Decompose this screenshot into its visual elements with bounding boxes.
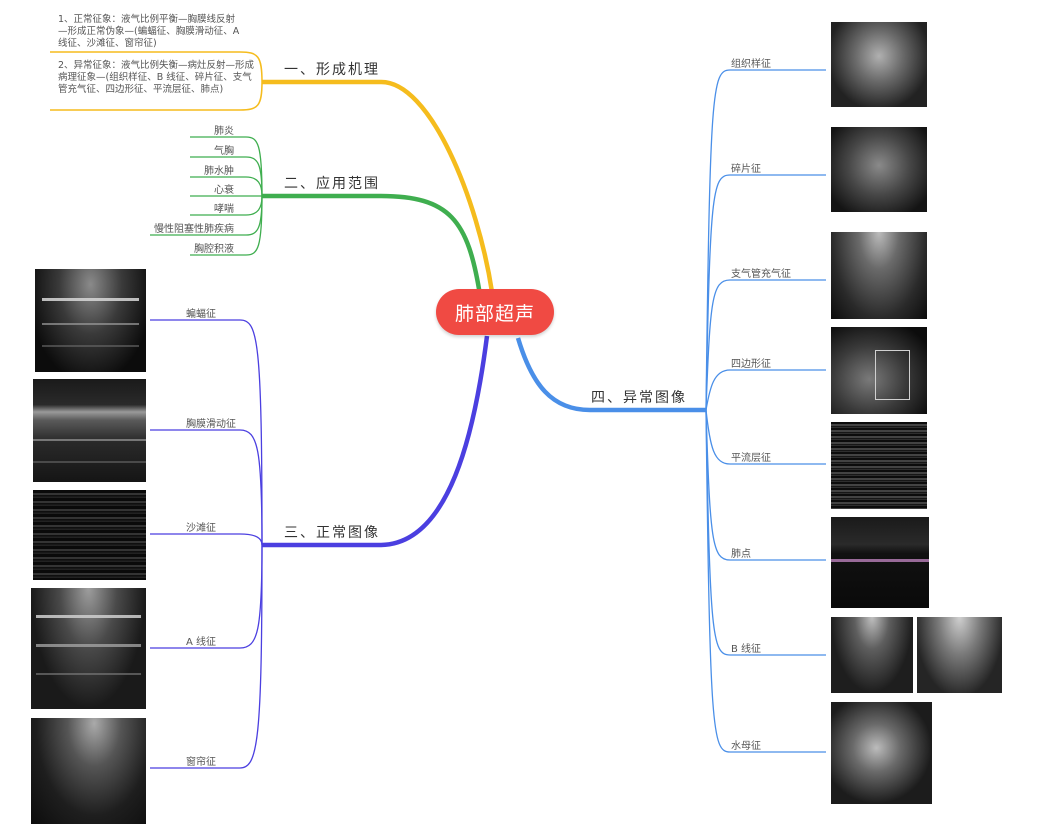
ultrasound-image-lung-point xyxy=(831,517,929,608)
connector-mechanism xyxy=(262,79,495,293)
connector-applications-leaves xyxy=(150,136,263,256)
abnormal-image-label[interactable]: 水母征 xyxy=(731,741,761,752)
mechanism-note-normal[interactable]: 1、正常征象：液气比例平衡—胸膜线反射—形成正常伪象—(蝙蝠征、胸膜滑动征、A线… xyxy=(58,14,240,49)
normal-image-label[interactable]: 窗帘征 xyxy=(186,757,216,768)
application-item[interactable]: 哮喘 xyxy=(214,204,234,215)
connector-normal xyxy=(262,335,490,548)
application-item[interactable]: 慢性阻塞性肺疾病 xyxy=(154,224,234,235)
application-item[interactable]: 气胸 xyxy=(214,146,234,157)
abnormal-image-label[interactable]: 组织样征 xyxy=(731,59,771,70)
abnormal-image-label[interactable]: 支气管充气征 xyxy=(731,269,791,280)
ultrasound-image-bat-sign xyxy=(35,269,146,372)
ultrasound-image-lung-sliding xyxy=(33,379,146,482)
branch-applications[interactable]: 二、应用范围 xyxy=(284,176,380,192)
connector-mechanism-note2 xyxy=(50,81,263,111)
ultrasound-image-curtain-sign xyxy=(31,718,146,824)
central-topic[interactable]: 肺部超声 xyxy=(436,289,554,335)
connector-abnormal-leaves xyxy=(705,69,826,753)
branch-normal-images[interactable]: 三、正常图像 xyxy=(284,525,380,541)
branch-abnormal-images[interactable]: 四、异常图像 xyxy=(591,390,687,406)
ultrasound-image-b-line-1 xyxy=(831,617,913,693)
central-topic-label: 肺部超声 xyxy=(454,302,535,325)
normal-image-label[interactable]: 胸膜滑动征 xyxy=(186,419,236,430)
ultrasound-image-seashore-sign xyxy=(33,490,146,580)
ultrasound-image-stratosphere-sign xyxy=(831,422,927,509)
normal-image-label[interactable]: A 线征 xyxy=(186,637,217,648)
normal-image-label[interactable]: 沙滩征 xyxy=(186,523,216,534)
application-item[interactable]: 肺水肿 xyxy=(204,166,234,177)
connector-normal-leaves xyxy=(150,319,263,769)
connector-mechanism-note1 xyxy=(50,51,263,83)
application-item[interactable]: 心衰 xyxy=(214,185,234,196)
connector-applications xyxy=(262,193,483,296)
mechanism-note-abnormal[interactable]: 2、异常征象：液气比例失衡—病灶反射—形成病理征象—(组织样征、B 线征、碎片征… xyxy=(58,60,255,95)
abnormal-image-label[interactable]: B 线征 xyxy=(731,644,762,655)
branch-mechanism[interactable]: 一、形成机理 xyxy=(284,62,380,78)
ultrasound-image-jellyfish-sign xyxy=(831,702,932,804)
abnormal-image-label[interactable]: 碎片征 xyxy=(731,164,761,175)
abnormal-image-label[interactable]: 平流层征 xyxy=(731,453,771,464)
application-item[interactable]: 胸腔积液 xyxy=(194,244,234,255)
normal-image-label[interactable]: 蝙蝠征 xyxy=(186,309,216,320)
ultrasound-image-tissue-sign xyxy=(831,22,927,107)
connector-abnormal xyxy=(515,337,706,413)
ultrasound-image-air-bronchogram xyxy=(831,232,927,319)
abnormal-image-label[interactable]: 肺点 xyxy=(731,549,751,560)
application-item[interactable]: 肺炎 xyxy=(214,126,234,137)
ultrasound-image-b-line-2 xyxy=(917,617,1002,693)
ultrasound-image-shred-sign xyxy=(831,127,927,212)
ultrasound-image-quad-sign xyxy=(831,327,927,414)
abnormal-image-label[interactable]: 四边形征 xyxy=(731,359,771,370)
ultrasound-image-a-line xyxy=(31,588,146,709)
